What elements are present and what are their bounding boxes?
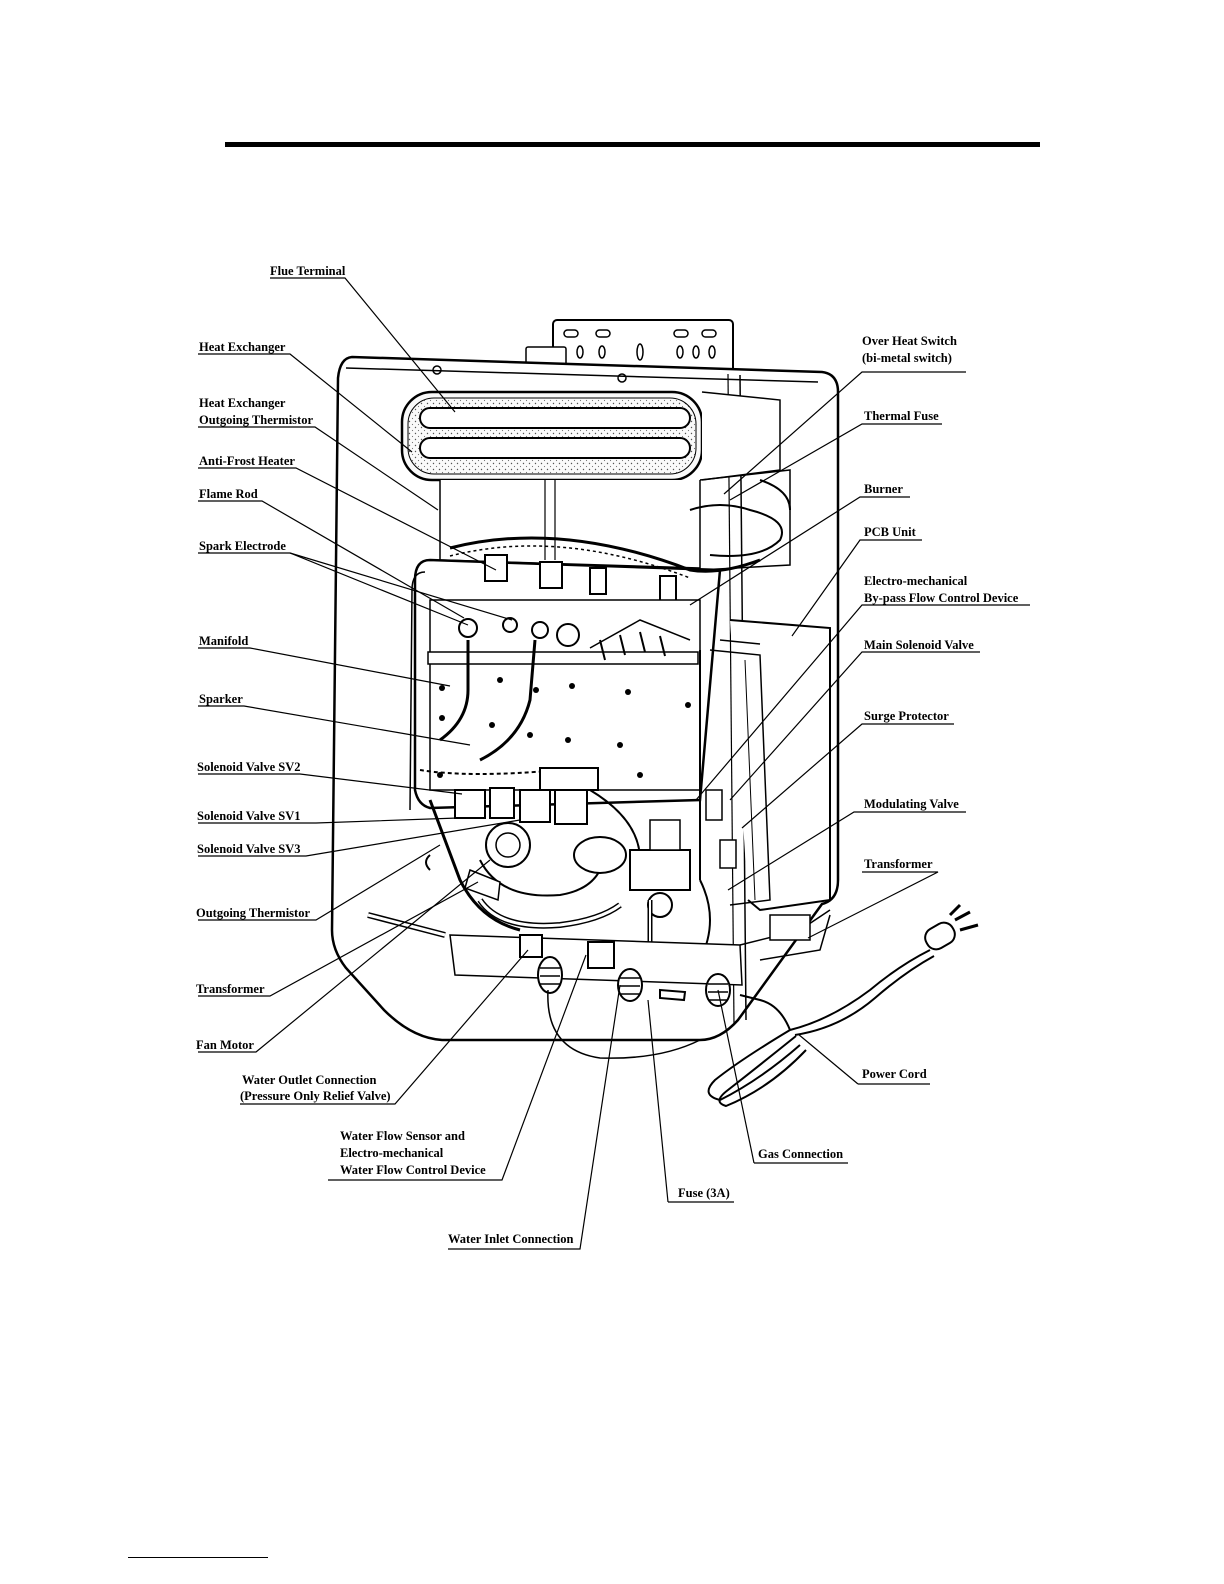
label-water-outlet-line2: (Pressure Only Relief Valve) bbox=[240, 1089, 391, 1103]
label-solenoid-sv3: Solenoid Valve SV3 bbox=[197, 842, 301, 856]
label-anti-frost-heater: Anti-Frost Heater bbox=[199, 454, 295, 468]
label-gas-connection: Gas Connection bbox=[758, 1147, 843, 1161]
callout-labels: Flue Terminal Heat Exchanger Heat Exchan… bbox=[196, 264, 1019, 1246]
manifold-panel bbox=[427, 599, 701, 791]
label-sparker: Sparker bbox=[199, 692, 243, 706]
label-fuse: Fuse (3A) bbox=[678, 1186, 730, 1200]
label-power-cord: Power Cord bbox=[862, 1067, 927, 1081]
label-modulating-valve: Modulating Valve bbox=[864, 797, 959, 811]
label-bypass-line1: Electro-mechanical bbox=[864, 574, 968, 588]
label-fan-motor: Fan Motor bbox=[196, 1038, 254, 1052]
label-heat-exchanger: Heat Exchanger bbox=[199, 340, 286, 354]
label-water-inlet: Water Inlet Connection bbox=[448, 1232, 574, 1246]
leader-lines bbox=[198, 277, 1030, 1250]
header-rule bbox=[225, 142, 1040, 147]
label-water-flow-line1: Water Flow Sensor and bbox=[340, 1129, 465, 1143]
label-main-solenoid-valve: Main Solenoid Valve bbox=[864, 638, 974, 652]
label-transformer-left: Transformer bbox=[196, 982, 265, 996]
unit-illustration bbox=[330, 319, 979, 1108]
label-outgoing-thermistor: Outgoing Thermistor bbox=[196, 906, 310, 920]
label-surge-protector: Surge Protector bbox=[864, 709, 949, 723]
burner-heater-tube bbox=[449, 479, 791, 603]
label-over-heat-line1: Over Heat Switch bbox=[862, 334, 957, 348]
label-pcb-unit: PCB Unit bbox=[864, 525, 917, 539]
label-over-heat-line2: (bi-metal switch) bbox=[862, 351, 952, 365]
power-cord bbox=[707, 903, 979, 1108]
label-manifold: Manifold bbox=[199, 634, 248, 648]
pcb-unit bbox=[699, 619, 831, 912]
label-hx-thermistor-line1: Heat Exchanger bbox=[199, 396, 286, 410]
label-flue-terminal: Flue Terminal bbox=[270, 264, 346, 278]
label-flame-rod: Flame Rod bbox=[199, 487, 258, 501]
label-water-outlet-line1: Water Outlet Connection bbox=[242, 1073, 377, 1087]
label-transformer-right: Transformer bbox=[864, 857, 933, 871]
label-hx-thermistor-line2: Outgoing Thermistor bbox=[199, 413, 313, 427]
flue-terminal bbox=[400, 390, 781, 482]
valve-assembly bbox=[419, 767, 641, 932]
label-burner: Burner bbox=[864, 482, 903, 496]
label-water-flow-line2: Electro-mechanical bbox=[340, 1146, 444, 1160]
label-thermal-fuse: Thermal Fuse bbox=[864, 409, 939, 423]
label-solenoid-sv2: Solenoid Valve SV2 bbox=[197, 760, 301, 774]
fan-motor bbox=[425, 822, 627, 902]
bottom-connections bbox=[449, 909, 831, 1059]
footnote-rule bbox=[128, 1557, 268, 1558]
label-water-flow-line3: Water Flow Control Device bbox=[340, 1163, 486, 1177]
label-solenoid-sv1: Solenoid Valve SV1 bbox=[197, 809, 301, 823]
label-bypass-line2: By-pass Flow Control Device bbox=[864, 591, 1019, 605]
label-spark-electrode: Spark Electrode bbox=[199, 539, 286, 553]
